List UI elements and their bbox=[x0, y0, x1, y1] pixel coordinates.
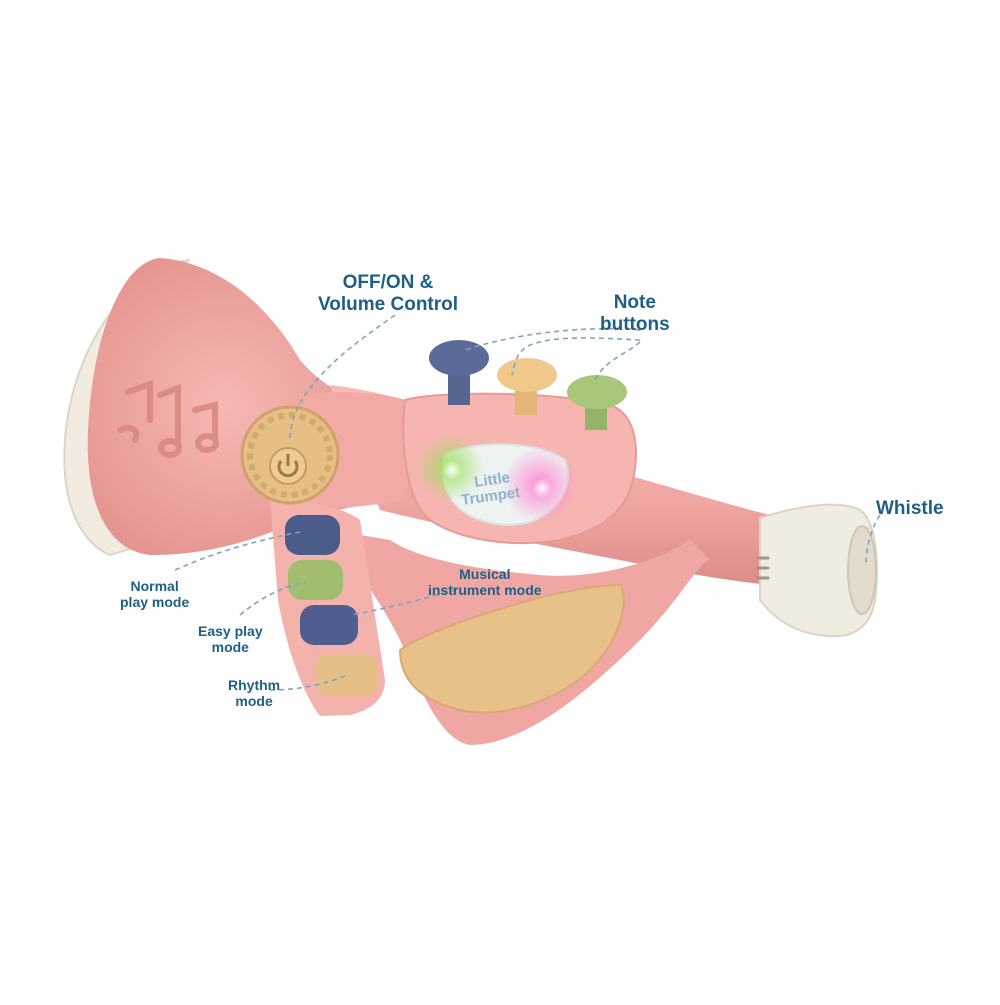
callout-easy-line2: mode bbox=[211, 639, 249, 656]
callout-easy-line1: Easy play bbox=[198, 623, 263, 639]
callout-rhythm: Rhythm mode bbox=[228, 677, 280, 709]
callout-instrument-line1: Musical bbox=[459, 566, 511, 582]
callout-normal-line1: Normal bbox=[130, 578, 179, 594]
callout-normal: Normal play mode bbox=[120, 578, 189, 610]
music-notes-emboss bbox=[117, 379, 219, 458]
callout-easy: Easy play mode bbox=[198, 623, 263, 655]
callout-notes: Note buttons bbox=[600, 292, 670, 336]
callout-rhythm-line2: mode bbox=[235, 693, 273, 710]
rhythm-mode-button[interactable] bbox=[315, 654, 377, 696]
instrument-mode-button[interactable] bbox=[288, 560, 343, 600]
callout-power: OFF/ON & Volume Control bbox=[318, 272, 458, 316]
callout-rhythm-line1: Rhythm bbox=[228, 677, 281, 693]
callout-notes-line2: buttons bbox=[600, 313, 670, 335]
power-volume-knob[interactable] bbox=[240, 405, 340, 505]
mouthpiece bbox=[759, 503, 878, 638]
callout-instrument-line2: instrument mode bbox=[428, 582, 542, 599]
note-button-2[interactable] bbox=[497, 358, 557, 415]
logo-text-1: Little bbox=[473, 469, 511, 491]
power-icon bbox=[277, 460, 299, 478]
easy-mode-button[interactable] bbox=[300, 605, 358, 645]
mouthpiece-opening bbox=[847, 525, 877, 615]
callout-whistle: Whistle bbox=[876, 498, 944, 520]
leader-lines bbox=[174, 314, 881, 691]
callout-instrument: Musical instrument mode bbox=[428, 566, 542, 598]
callout-power-line1: OFF/ON & bbox=[342, 272, 434, 293]
callout-normal-line2: play mode bbox=[120, 594, 190, 611]
normal-mode-button[interactable] bbox=[285, 515, 340, 555]
note-button-3[interactable] bbox=[567, 375, 627, 430]
whistle-vents bbox=[756, 556, 770, 580]
callout-power-line2: Volume Control bbox=[318, 293, 459, 315]
callout-whistle-line1: Whistle bbox=[876, 498, 944, 519]
note-button-1[interactable] bbox=[429, 340, 489, 405]
handle-grip bbox=[398, 583, 625, 714]
callout-notes-line1: Note bbox=[613, 292, 656, 313]
